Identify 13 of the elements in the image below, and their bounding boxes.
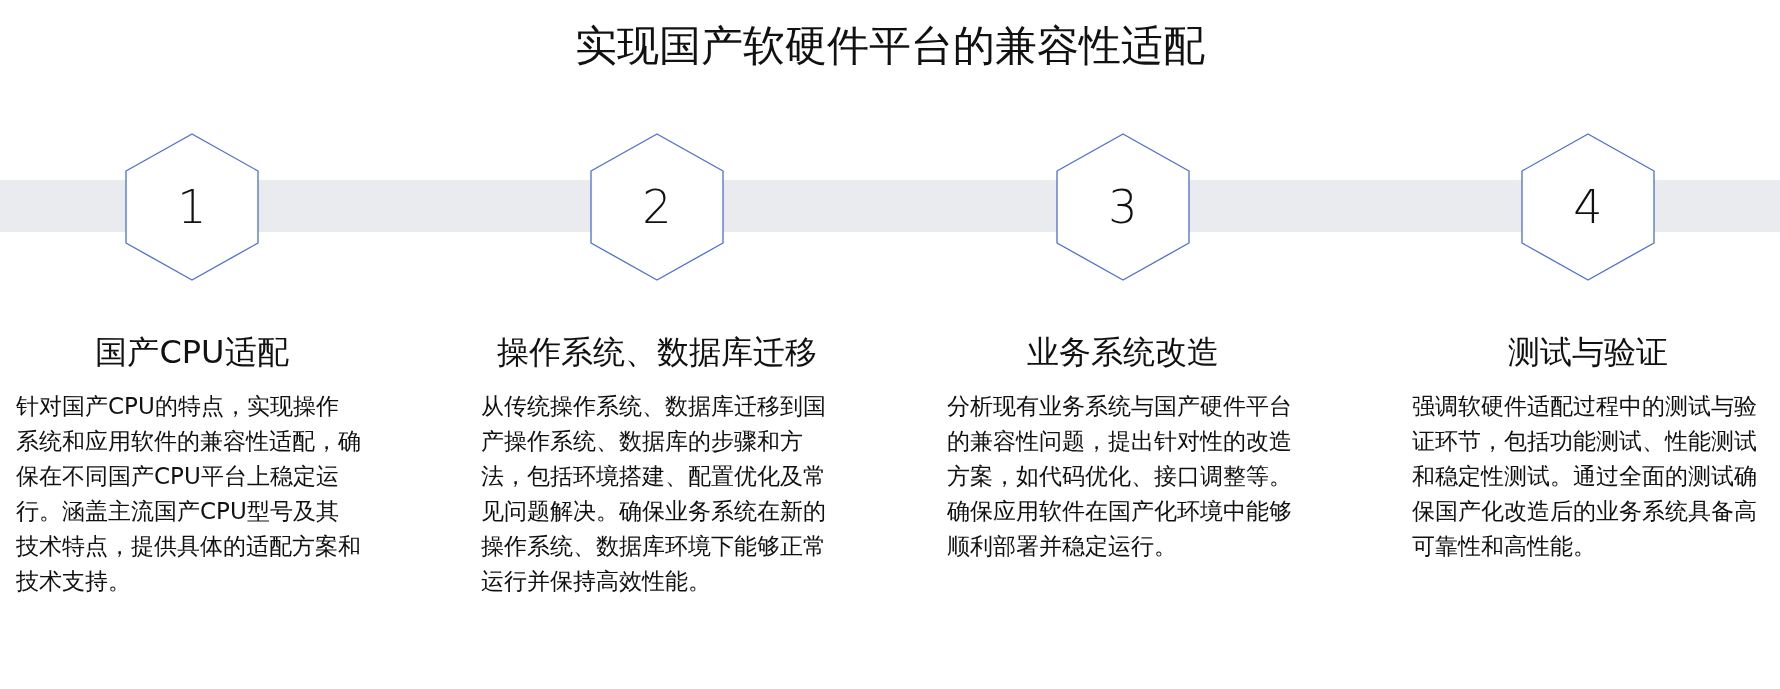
- step-description: 从传统操作系统、数据库迁移到国产操作系统、数据库的步骤和方法，包括环境搭建、配置优化及常见问题解决。确保业务系统在新的操作系统、数据库环境下能够正常运行并保持高效性能。: [481, 392, 826, 596]
- step-heading: 操作系统、数据库迁移: [497, 332, 817, 373]
- step-description: 分析现有业务系统与国产硬件平台的兼容性问题，提出针对性的改造方案，如代码优化、接口调整等。确保应用软件在国产化环境中能够顺利部署并稳定运行。: [947, 392, 1292, 561]
- step-number: 4: [1573, 180, 1603, 234]
- step-number: 3: [1108, 180, 1138, 234]
- step-number: 1: [177, 180, 207, 234]
- step-heading: 测试与验证: [1508, 332, 1668, 373]
- step-number: 2: [642, 180, 672, 234]
- step-description: 针对国产CPU的特点，实现操作系统和应用软件的兼容性适配，确保在不同国产CPU平台上稳定运行。涵盖主流国产CPU型号及其技术特点，提供具体的适配方案和技术支持。: [16, 392, 361, 596]
- diagram-title: 实现国产软硬件平台的兼容性适配: [575, 21, 1205, 70]
- step-description: 强调软硬件适配过程中的测试与验证环节，包括功能测试、性能测试和稳定性测试。通过全面的测试确保国产化改造后的业务系统具备高可靠性和高性能。: [1412, 392, 1757, 561]
- step-heading: 国产CPU适配: [95, 332, 289, 373]
- step-heading: 业务系统改造: [1027, 332, 1219, 373]
